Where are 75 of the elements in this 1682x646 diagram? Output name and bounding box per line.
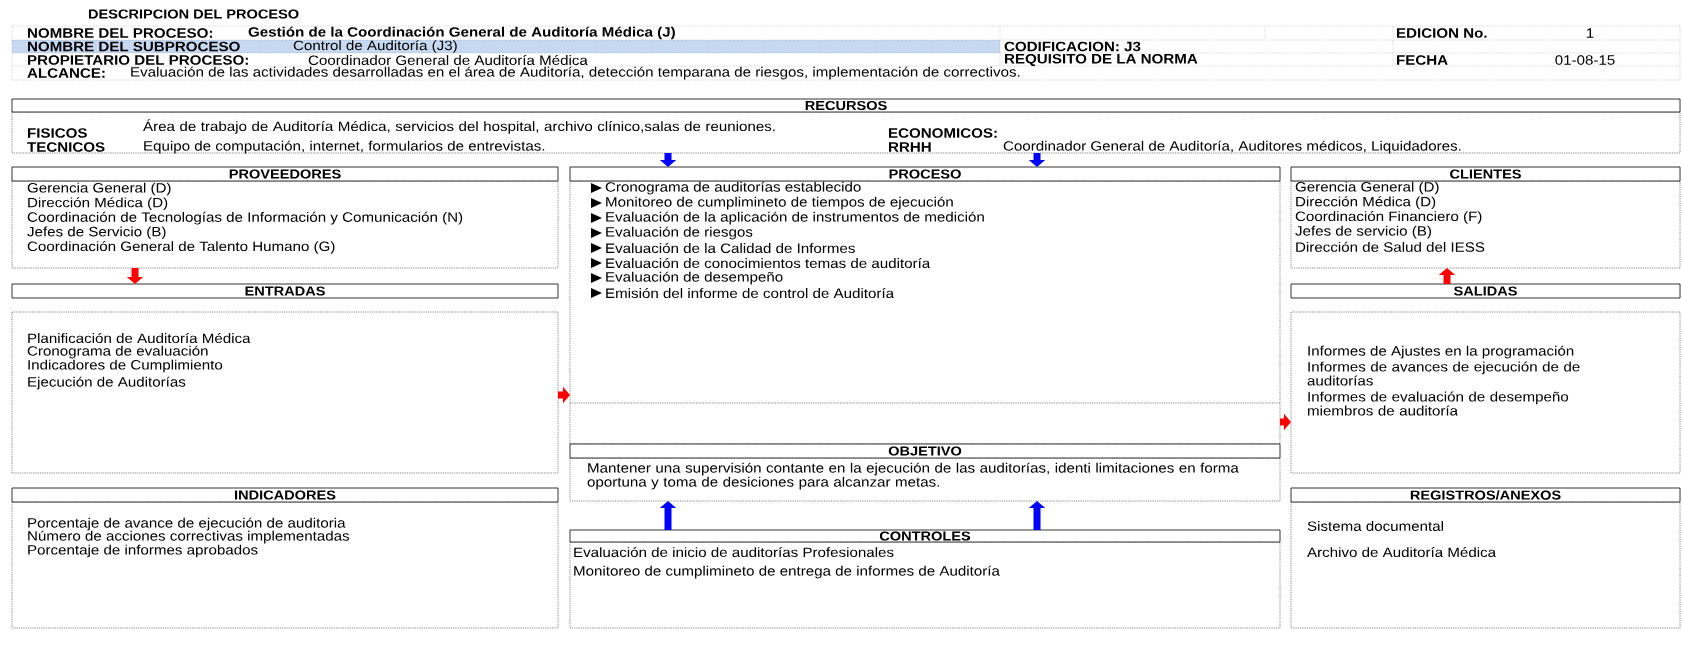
list-item: Mantener una supervisión contante en la ejecución de las auditorías, identi limitaciones en forma oportuna y toma de desiciones para alcanzar metas. bbox=[587, 462, 1239, 490]
field-label: FECHA bbox=[1397, 55, 1448, 65]
field-label: CODIFICACION: J3 bbox=[1004, 41, 1141, 52]
panel bbox=[11, 487, 559, 629]
panel bbox=[11, 166, 559, 269]
field-value: 1 bbox=[1586, 28, 1594, 38]
list-item: Evaluación de inicio de auditorías Profesionales bbox=[574, 546, 894, 558]
field-label: RRHH bbox=[889, 142, 931, 152]
list-item: Monitoreo de cumplimineto de entrega de informes de Auditoría bbox=[574, 565, 1000, 579]
list-item: Coordinación de Tecnologías de Información y Comunicación (N) bbox=[27, 211, 463, 225]
list-item: Cronograma de evaluación bbox=[27, 345, 208, 359]
list-item: Informes de evaluación de desempeño miembros de auditoría bbox=[1308, 391, 1569, 416]
list-item: Evaluación de conocimientos temas de auditoría bbox=[606, 257, 931, 269]
panel-heading: INDICADORES bbox=[11, 487, 559, 503]
panel-heading: SALIDAS bbox=[1290, 283, 1681, 299]
field-label: Gestión de la Coordinación General de Auditoría Médica (J) bbox=[248, 26, 675, 40]
panel-heading: PROVEEDORES bbox=[11, 166, 559, 182]
list-item: Dirección Médica (D) bbox=[1296, 196, 1436, 210]
list-item: Ejecución de Auditorías bbox=[28, 376, 186, 390]
list-item: Indicadores de Cumplimiento bbox=[28, 359, 223, 373]
list-item: Gerencia General (D) bbox=[1295, 181, 1439, 195]
panel-heading: REGISTROS/ANEXOS bbox=[1290, 487, 1681, 503]
panel-heading: RECURSOS bbox=[11, 98, 1681, 113]
field-label: TECNICOS bbox=[27, 142, 105, 152]
field-value: Control de Auditoría (J3) bbox=[293, 40, 457, 53]
list-item: Evaluación de la Calidad de Informes bbox=[606, 242, 855, 254]
panel bbox=[569, 529, 1281, 629]
field-value: Evaluación de las actividades desarrolladas en el área de Auditoría, detección temparana de riesgos, implementación de correctivos. bbox=[131, 66, 1020, 80]
panel-heading: PROCESO bbox=[569, 166, 1281, 182]
panel bbox=[569, 443, 1281, 502]
panel-heading: ENTRADAS bbox=[11, 283, 559, 299]
list-item: Sistema documental bbox=[1307, 521, 1443, 531]
list-item: Evaluación de desempeño bbox=[606, 271, 783, 285]
panel-heading: CLIENTES bbox=[1290, 166, 1681, 182]
list-item: Archivo de Auditoría Médica bbox=[1307, 546, 1497, 558]
page-title: DESCRIPCION DEL PROCESO bbox=[89, 9, 299, 19]
list-item: Coordinación General de Talento Humano (G) bbox=[27, 241, 335, 254]
list-item: Dirección de Salud del IESS bbox=[1296, 241, 1485, 252]
field-label: REQUISITO DE LA NORMA bbox=[1005, 53, 1198, 67]
list-item: Porcentaje de avance de ejecución de auditoria bbox=[28, 517, 346, 531]
panel-heading: OBJETIVO bbox=[569, 443, 1281, 459]
list-item: Número de acciones correctivas implementadas bbox=[28, 530, 350, 544]
list-item: Jefes de servicio (B) bbox=[1295, 225, 1431, 239]
field-label: ECONOMICOS: bbox=[889, 128, 997, 138]
list-item: Gerencia General (D) bbox=[27, 182, 171, 196]
list-item: Coordinador General de Auditoría, Auditores médicos, Liquidadores. bbox=[1003, 140, 1461, 154]
list-item: Monitoreo de cumplimineto de tiempos de ejecución bbox=[606, 196, 953, 210]
list-item: Evaluación de la aplicación de instrumentos de medición bbox=[606, 211, 984, 225]
panel bbox=[1290, 283, 1681, 474]
list-item: Informes de Ajustes en la programación bbox=[1308, 345, 1574, 359]
list-item: Dirección Médica (D) bbox=[28, 197, 168, 210]
panel bbox=[1290, 166, 1681, 269]
field-label: NOMBRE DEL SUBPROCESO bbox=[28, 41, 240, 52]
list-item: Cronograma de auditorías establecido bbox=[605, 181, 861, 195]
panel bbox=[569, 166, 1281, 445]
list-item: Porcentaje de informes aprobados bbox=[28, 544, 258, 558]
field-label: FISICOS bbox=[28, 128, 87, 138]
list-item: Evaluación de riesgos bbox=[606, 226, 753, 240]
field-label: EDICION No. bbox=[1397, 28, 1487, 38]
field-label: ALCANCE: bbox=[27, 68, 105, 78]
panel bbox=[11, 98, 1681, 154]
list-item: Jefes de Servicio (B) bbox=[27, 226, 166, 240]
panel bbox=[11, 283, 559, 474]
field-label: NOMBRE DEL PROCESO: bbox=[28, 28, 212, 38]
field-value: 01-08-15 bbox=[1555, 55, 1615, 65]
field-label: PROPIETARIO DEL PROCESO: bbox=[28, 55, 248, 65]
list-item: Coordinación Financiero (F) bbox=[1295, 211, 1482, 224]
list-item: Emisión del informe de control de Auditoría bbox=[606, 287, 895, 299]
panel bbox=[1290, 487, 1681, 629]
list-item: Informes de avances de ejecución de de auditorías bbox=[1307, 361, 1580, 386]
panel-heading: CONTROLES bbox=[569, 529, 1281, 543]
field-value: Coordinador General de Auditoría Médica bbox=[308, 54, 588, 66]
list-item: Área de trabajo de Auditoría Médica, servicios del hospital, archivo clínico,salas de reuniones. bbox=[143, 119, 775, 134]
list-item: Planificación de Auditoría Médica bbox=[28, 332, 251, 344]
list-item: Equipo de computación, internet, formularios de entrevistas. bbox=[144, 140, 545, 154]
